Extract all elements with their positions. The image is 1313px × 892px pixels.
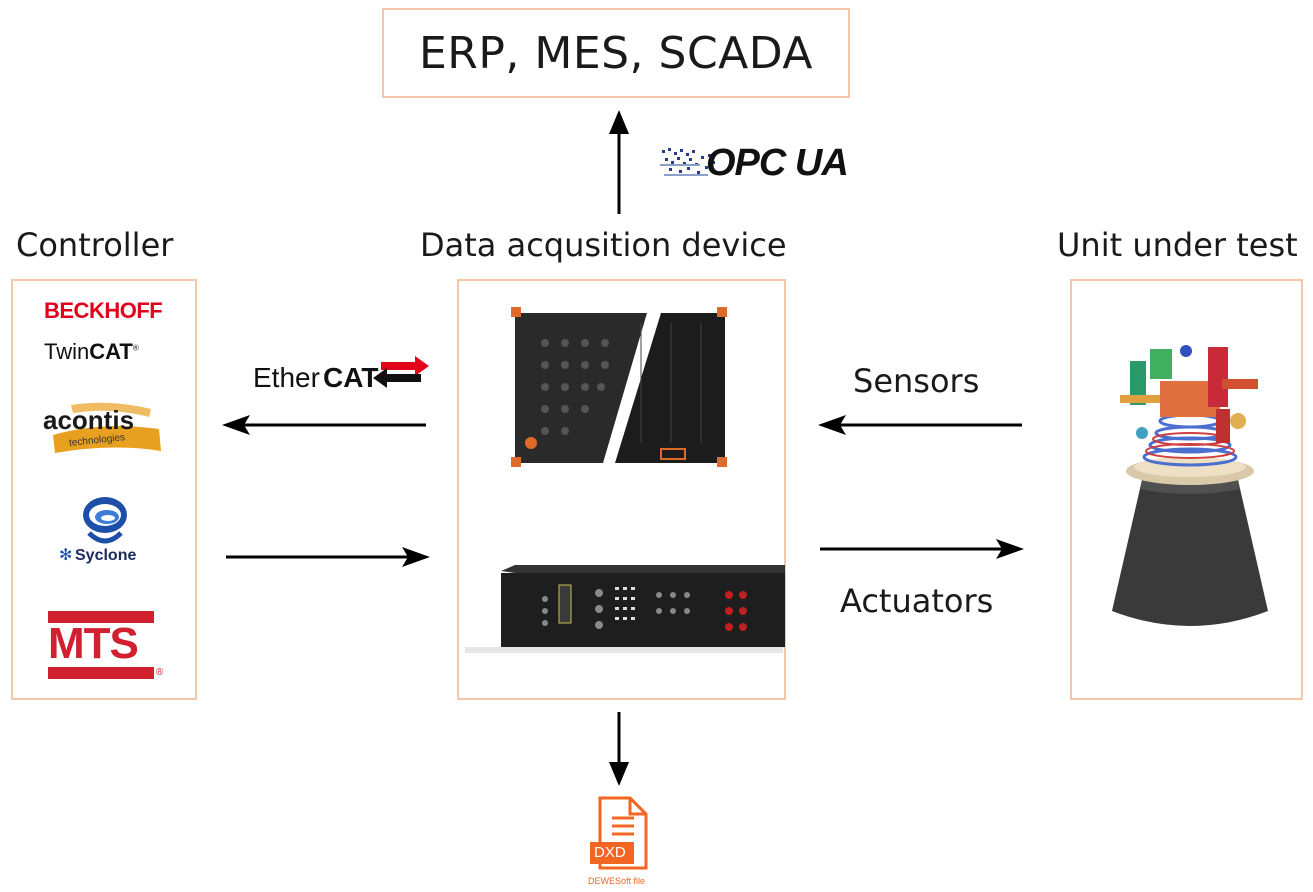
arrow-down-to-file: [609, 712, 629, 786]
twincat-prefix: Twin: [44, 339, 90, 364]
arrow-up-to-erp: [609, 110, 629, 214]
acontis-text: acontis: [43, 405, 135, 435]
document-icon: [590, 796, 648, 870]
mts-text: MTS: [48, 619, 139, 668]
arrow-uut-to-daq: [818, 415, 1022, 435]
actuators-label: Actuators: [840, 582, 994, 620]
syclone-star-icon: ✻: [59, 547, 73, 564]
erp-mes-scada-box: ERP, MES, SCADA: [382, 8, 850, 98]
ethercat-suffix: CAT: [323, 362, 379, 393]
controller-heading: Controller: [16, 226, 174, 264]
daq-rack-image: [465, 565, 785, 653]
opc-ua-dots-icon: [660, 148, 715, 176]
mts-logo: MTS ®: [48, 611, 168, 683]
ethercat-prefix: Ether: [253, 362, 320, 393]
uut-box: [1070, 279, 1303, 700]
erp-mes-scada-label: ERP, MES, SCADA: [418, 27, 813, 79]
uut-heading: Unit under test: [1057, 226, 1298, 264]
arrow-daq-to-uut: [820, 539, 1024, 559]
mts-top-bar: [48, 611, 154, 623]
ethercat-logo: Ether CAT: [253, 356, 433, 396]
controller-box: BECKHOFF TwinCAT® acontis technologies ✻…: [11, 279, 197, 700]
ethercat-arrows-icon: [373, 356, 429, 388]
acontis-logo: acontis technologies: [41, 399, 171, 455]
dxd-badge: DXD: [594, 844, 626, 861]
opc-ua-text: OPC UA: [706, 142, 849, 184]
sensors-label: Sensors: [853, 362, 980, 400]
arrow-controller-to-daq: [226, 547, 430, 567]
twincat-logo: TwinCAT®: [44, 339, 139, 364]
opc-ua-logo: OPC UA: [660, 142, 870, 186]
daq-heading: Data acqusition device: [420, 226, 787, 264]
twincat-suffix: CAT: [89, 339, 133, 364]
daq-box: [457, 279, 786, 700]
syclone-swirl-icon: [83, 497, 127, 544]
dxd-file: DXD DEWESoft file: [580, 796, 660, 892]
syclone-text: Syclone: [75, 547, 137, 564]
syclone-logo: ✻ Syclone: [57, 493, 157, 573]
rocket-engine-image: [1112, 345, 1268, 626]
dxd-caption: DEWESoft file: [588, 876, 646, 886]
arrow-daq-to-controller: [222, 415, 426, 435]
beckhoff-logo: BECKHOFF: [44, 298, 163, 323]
mts-bottom-bar: [48, 667, 154, 679]
mts-registered-icon: ®: [156, 667, 164, 678]
daq-chassis-image: [511, 307, 727, 467]
acontis-swoosh-icon: [53, 402, 161, 453]
